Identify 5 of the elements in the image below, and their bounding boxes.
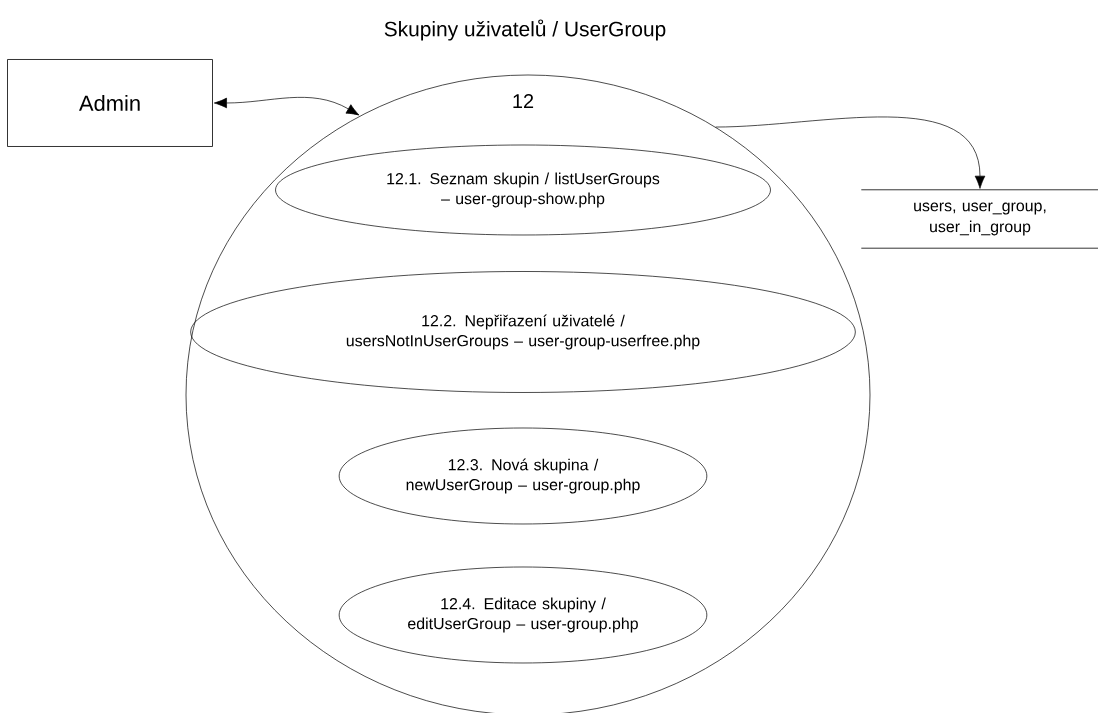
arrow [715,116,986,189]
title: Skupiny uživatelů / UserGroup [384,19,666,41]
external-entity-box: Admin [7,59,213,147]
arrow [213,97,360,116]
data-store: users, user_group, user_in_group [860,189,1098,249]
